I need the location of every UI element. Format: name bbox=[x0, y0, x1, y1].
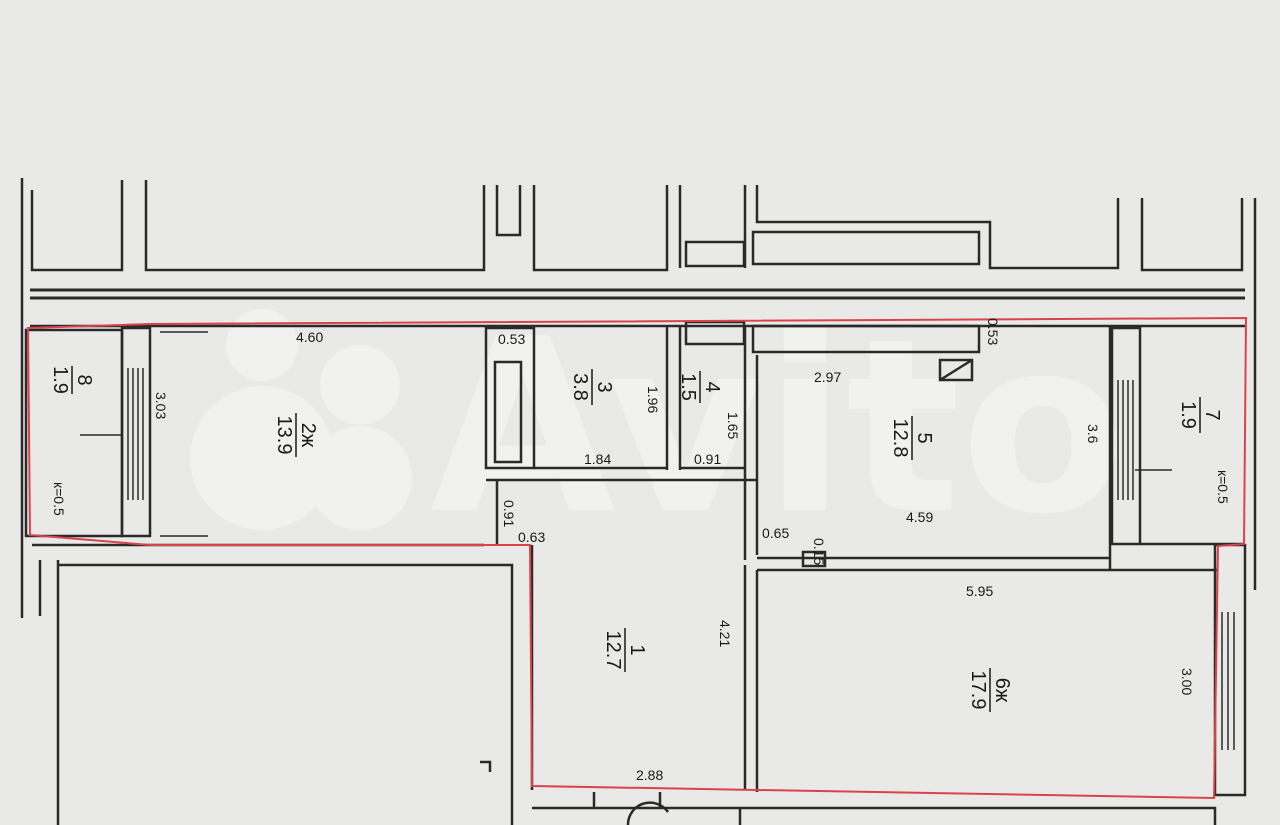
corridor-outer-wall bbox=[20, 178, 1257, 618]
door-stub bbox=[801, 550, 827, 568]
duct-box bbox=[751, 230, 981, 266]
dim-5-95: 5.95 bbox=[966, 583, 993, 599]
room-5-label: 5 12.8 bbox=[889, 416, 935, 460]
room-8-number: 8 bbox=[73, 374, 95, 385]
room-7-number: 7 bbox=[1201, 409, 1223, 420]
room-5-number: 5 bbox=[913, 432, 935, 443]
room-4-area: 1.5 bbox=[677, 373, 699, 401]
room-3-area: 3.8 bbox=[569, 373, 591, 401]
dim-1-65: 1.65 bbox=[725, 412, 741, 439]
room-6-label: 6ж 17.9 bbox=[967, 668, 1013, 712]
dim-2-97: 2.97 bbox=[814, 369, 841, 385]
small-box bbox=[684, 240, 746, 268]
room-3-label: 3 3.8 bbox=[569, 369, 615, 405]
room-6-area: 17.9 bbox=[967, 671, 989, 710]
room5-vent bbox=[938, 358, 974, 382]
room-3-number: 3 bbox=[593, 381, 615, 392]
dimension-labels: 4.60 3.03 к=0.5 0.53 1.96 1.84 1.65 0.91… bbox=[51, 318, 1231, 783]
room5-top-box bbox=[751, 324, 981, 354]
room-1-label: 1 12.7 bbox=[602, 628, 648, 672]
dim-0-91-a: 0.91 bbox=[694, 451, 721, 467]
dim-3-00: 3.00 bbox=[1179, 668, 1195, 695]
watermark-text: Avito bbox=[430, 287, 1126, 567]
apartment-outline bbox=[26, 316, 1248, 800]
dim-0-63: 0.63 bbox=[518, 529, 545, 545]
room-2-area: 13.9 bbox=[273, 416, 295, 455]
room-2-number: 2ж bbox=[297, 423, 319, 448]
balcony-right-door bbox=[1110, 326, 1142, 546]
dim-1-96: 1.96 bbox=[645, 386, 661, 413]
room-4-label: 4 1.5 bbox=[677, 371, 723, 403]
dim-k05-left: к=0.5 bbox=[51, 482, 67, 516]
dim-4-21: 4.21 bbox=[717, 620, 733, 647]
dim-2-88: 2.88 bbox=[636, 767, 663, 783]
dim-0-91-b: 0.91 bbox=[501, 500, 517, 527]
wc-wall-block bbox=[484, 326, 536, 470]
door-arc bbox=[626, 801, 670, 825]
walls bbox=[20, 178, 1257, 825]
room-7-label: 7 1.9 bbox=[1177, 397, 1223, 433]
dim-0-53-b: 0.53 bbox=[985, 318, 1001, 345]
room-1-number: 1 bbox=[626, 644, 648, 655]
watermark: Avito bbox=[190, 287, 1126, 567]
dim-3-6: 3.6 bbox=[1085, 424, 1101, 444]
balcony-left-door bbox=[120, 326, 152, 538]
dim-k05-right: к=0.5 bbox=[1215, 470, 1231, 504]
room-2-label: 2ж 13.9 bbox=[273, 413, 319, 457]
dim-0-15: 0.15 bbox=[811, 538, 827, 565]
room-1-area: 12.7 bbox=[602, 631, 624, 670]
dim-0-53-a: 0.53 bbox=[498, 331, 525, 347]
dim-0-65: 0.65 bbox=[762, 525, 789, 541]
bottom-walls bbox=[532, 792, 1217, 825]
window-left bbox=[127, 368, 144, 500]
room-4-number: 4 bbox=[701, 381, 723, 392]
room-7-area: 1.9 bbox=[1177, 401, 1199, 429]
wc-niche bbox=[493, 360, 523, 464]
room-8-label: 8 1.9 bbox=[49, 366, 95, 394]
room-6-number: 6ж bbox=[991, 678, 1013, 703]
room-8-area: 1.9 bbox=[49, 366, 71, 394]
room-labels: 8 1.9 2ж 13.9 3 3.8 4 1.5 5 12.8 bbox=[49, 366, 1223, 712]
dim-3-03: 3.03 bbox=[153, 392, 169, 419]
dim-4-60: 4.60 bbox=[296, 329, 323, 345]
dim-1-84: 1.84 bbox=[584, 451, 611, 467]
room-5-area: 12.8 bbox=[889, 419, 911, 458]
window-room6 bbox=[1221, 612, 1235, 750]
window-right bbox=[1117, 380, 1134, 500]
dim-4-59: 4.59 bbox=[906, 509, 933, 525]
